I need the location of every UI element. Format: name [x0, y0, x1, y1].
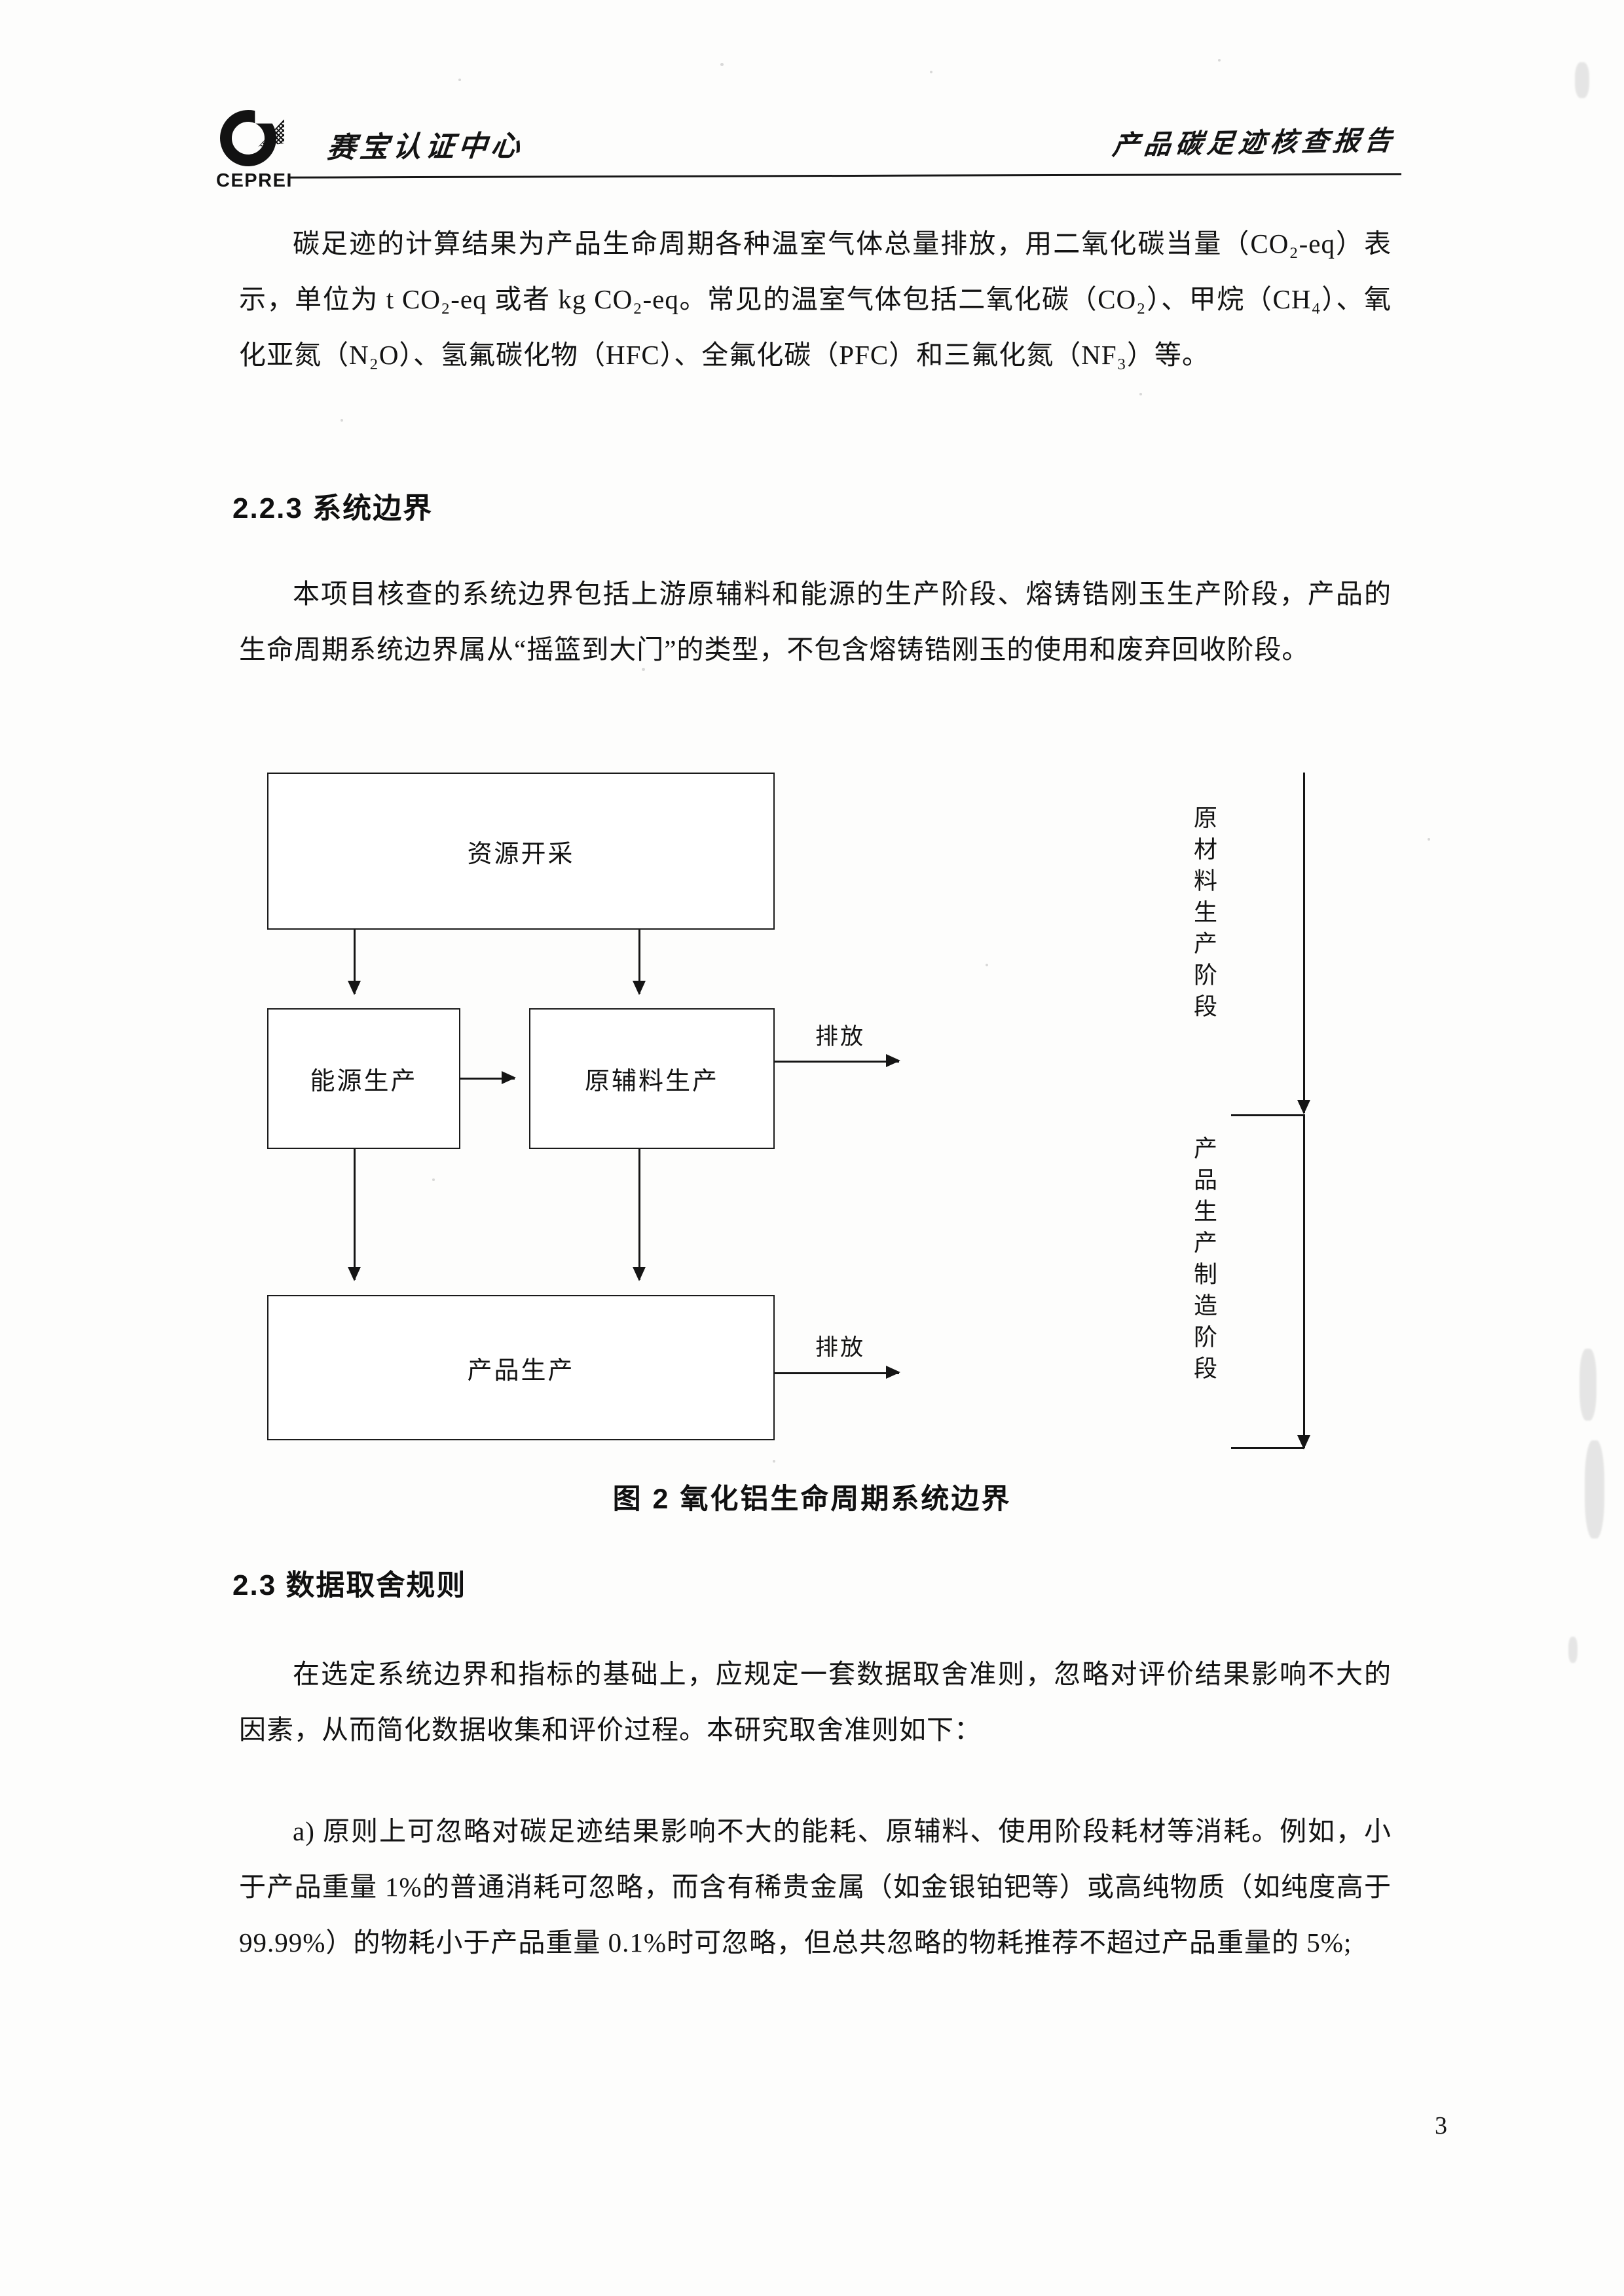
bracket-product-stage — [1297, 1114, 1310, 1449]
scan-speck — [930, 71, 932, 73]
header-divider — [287, 173, 1402, 179]
emission-label-rawmaterial: 排放 — [815, 1024, 866, 1049]
page-header: CEPREI 赛宝认证中心 产品碳足迹核查报告 — [216, 105, 1402, 203]
scan-edge-artifact — [1575, 62, 1589, 98]
diagram-box-label: 原辅料生产 — [584, 1068, 719, 1095]
scan-speck — [642, 668, 645, 671]
diagram-box-label: 产品生产 — [467, 1357, 575, 1385]
arrow-energy-to-rawmaterial — [460, 1071, 516, 1084]
header-report-title: 产品碳足迹核查报告 — [1111, 125, 1398, 160]
arrow-extraction-to-rawmaterial — [633, 930, 646, 995]
scan-speck — [432, 1178, 435, 1181]
arrow-product-emission — [775, 1366, 900, 1379]
bracket-raw-material-stage — [1297, 773, 1310, 1114]
scan-speck — [1139, 393, 1142, 395]
emission-label-product: 排放 — [815, 1335, 866, 1360]
scan-speck — [1375, 1676, 1378, 1679]
diagram-box-label: 资源开采 — [467, 840, 575, 868]
scan-speck — [341, 419, 343, 422]
scan-edge-artifact — [1568, 1637, 1578, 1663]
diagram-box-label: 能源生产 — [310, 1068, 418, 1095]
scan-speck — [986, 964, 988, 966]
paragraph-carbon-footprint-definition: 碳足迹的计算结果为产品生命周期各种温室气体总量排放，用二氧化碳当量（CO₂-eq… — [239, 228, 1392, 370]
diagram-box-raw-material-production: 原辅料生产 — [529, 1008, 775, 1149]
scan-speck — [1218, 59, 1221, 62]
arrow-rawmaterial-emission — [775, 1054, 900, 1067]
logo-wordmark: CEPREI — [216, 170, 293, 191]
arrow-extraction-to-energy — [348, 930, 361, 995]
ceprei-logo: CEPREI — [216, 110, 321, 195]
stage-label-product-manufacturing: 产品生产制造阶段 — [1190, 1136, 1217, 1387]
figure-2-system-boundary-diagram: 资源开采 能源生产 原辅料生产 排放 产品生产 排放 原材料生产阶段 — [262, 753, 1414, 1460]
heading-2-3-data-cutoff-rules: 2.3 数据取舍规则 — [232, 1569, 467, 1601]
scan-edge-artifact — [1579, 1349, 1596, 1421]
arrow-rawmaterial-to-product — [633, 1149, 646, 1281]
paragraph-data-cutoff-intro: 在选定系统边界和指标的基础上，应规定一套数据取舍准则，忽略对评价结果影响不大的因… — [239, 1659, 1392, 1745]
paragraph-system-boundary-scope: 本项目核查的系统边界包括上游原辅料和能源的生产阶段、熔铸锆刚玉生产阶段，产品的生… — [239, 579, 1392, 665]
diagram-box-product-production: 产品生产 — [267, 1295, 775, 1440]
scan-speck — [773, 1460, 775, 1463]
stage-label-raw-material: 原材料生产阶段 — [1190, 805, 1217, 1025]
scan-speck — [720, 63, 724, 66]
heading-2-2-3-system-boundary: 2.2.3 系统边界 — [232, 492, 434, 524]
paragraph-cutoff-rule-a: a) 原则上可忽略对碳足迹结果影响不大的能耗、原辅料、使用阶段耗材等消耗。例如，… — [239, 1816, 1399, 1958]
page-number: 3 — [1435, 2112, 1447, 2140]
diagram-box-resource-extraction: 资源开采 — [267, 773, 775, 930]
scan-speck — [458, 79, 461, 81]
header-org-name: 赛宝认证中心 — [325, 130, 526, 164]
bracket-tick-end — [1231, 1447, 1304, 1449]
scan-speck — [1428, 838, 1430, 841]
bracket-tick-divider — [1231, 1114, 1304, 1116]
arrow-energy-to-product — [348, 1149, 361, 1281]
figure-2-caption: 图 2 氧化铝生命周期系统边界 — [612, 1484, 1012, 1515]
diagram-box-energy-production: 能源生产 — [267, 1008, 460, 1149]
scan-edge-artifact — [1585, 1440, 1604, 1539]
